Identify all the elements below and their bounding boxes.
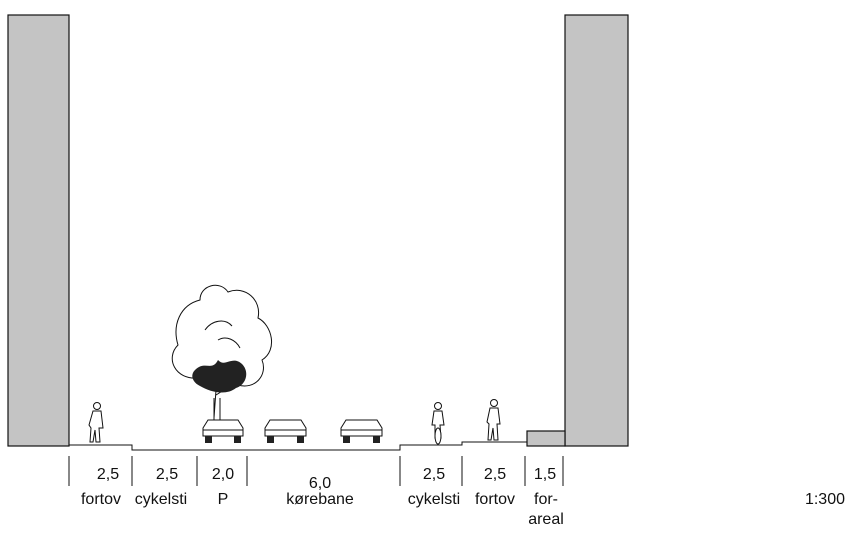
segment-name-line2: areal <box>528 511 564 528</box>
segment-width: 2,0 <box>212 466 234 483</box>
car-icon <box>264 419 307 443</box>
car-icon <box>340 419 383 443</box>
segment-name: kørebane <box>286 491 354 508</box>
segment-name: fortov <box>81 491 121 508</box>
segment-width: 2,5 <box>97 466 119 483</box>
segment-name: cykelsti <box>408 491 460 508</box>
segment-width: 2,5 <box>423 466 445 483</box>
segment-name: P <box>218 491 229 508</box>
forareal-step <box>526 430 566 447</box>
ground-profile <box>69 441 527 451</box>
cyclist-icon <box>431 402 445 445</box>
left-building <box>7 14 70 447</box>
dimension-ticks <box>68 456 564 486</box>
parked-car-icon <box>202 419 244 443</box>
segment-name: fortov <box>475 491 515 508</box>
segment-width: 6,0 <box>309 475 331 492</box>
tree-icon <box>171 284 272 420</box>
segment-width: 2,5 <box>484 466 506 483</box>
segment-name: cykelsti <box>135 491 187 508</box>
right-building <box>564 14 629 447</box>
segment-width: 2,5 <box>156 466 178 483</box>
pedestrian-icon <box>88 402 104 443</box>
segment-width: 1,5 <box>534 466 556 483</box>
pedestrian-icon <box>486 399 501 441</box>
segment-name: for- <box>534 491 558 508</box>
scale-label: 1:300 <box>805 491 845 508</box>
